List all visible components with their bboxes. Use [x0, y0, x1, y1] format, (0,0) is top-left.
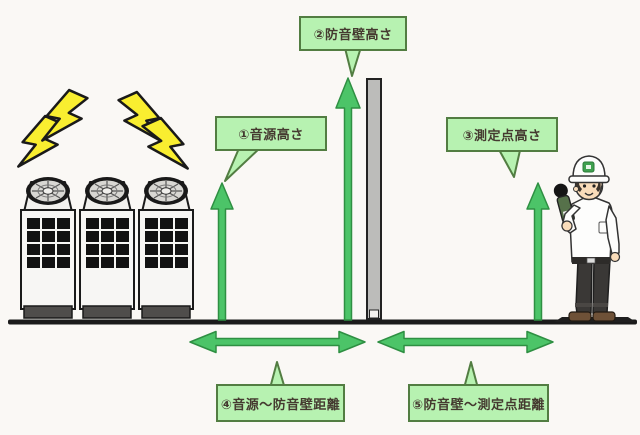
ac-unit [138, 176, 194, 319]
arrow-source-to-wall-distance [189, 330, 366, 354]
lightning-bolt-icon [138, 112, 195, 181]
soundproof-wall [366, 78, 382, 320]
ac-unit [20, 176, 76, 319]
ground-line [8, 319, 637, 325]
callout-measurement-height: ③測定点高さ [446, 117, 558, 152]
helmet-emblem-icon [582, 161, 595, 173]
worker-with-sound-meter [553, 155, 621, 322]
callout-source-height: ①音源高さ [215, 116, 327, 151]
callout-source-to-wall-distance: ④音源〜防音壁距離 [216, 384, 345, 422]
ac-units [20, 176, 194, 319]
arrow-source-height [210, 182, 234, 321]
arrow-measurement-height [526, 182, 550, 321]
arrow-wall-to-measurement-distance [377, 330, 554, 354]
arrow-wall-height [335, 77, 361, 321]
noise-lightning-icons [11, 84, 195, 181]
callout-wall-height: ②防音壁高さ [299, 16, 407, 51]
ac-unit [79, 176, 135, 319]
callout-wall-to-measurement-distance: ⑤防音壁〜測定点距離 [408, 384, 549, 422]
